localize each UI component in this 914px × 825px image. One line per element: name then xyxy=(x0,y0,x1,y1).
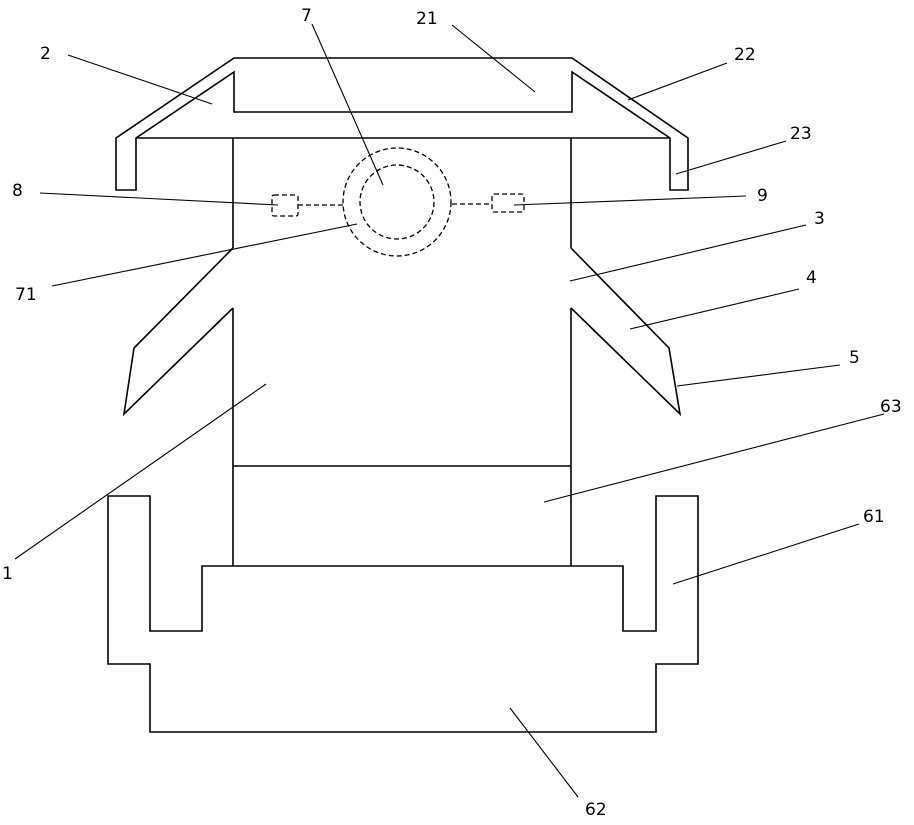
leader-4 xyxy=(630,289,799,329)
label-61: 61 xyxy=(863,507,885,527)
label-71: 71 xyxy=(15,285,37,305)
right-dashed-block xyxy=(492,194,524,212)
leader-9 xyxy=(514,196,746,205)
side-flaps xyxy=(124,248,680,414)
inner-dashed-ring xyxy=(360,165,434,239)
top-cap xyxy=(116,58,688,190)
leader-3 xyxy=(570,225,806,281)
label-63: 63 xyxy=(880,397,902,417)
leader-7 xyxy=(312,24,383,185)
leader-1 xyxy=(15,384,266,559)
reference-numerals: 7 21 2 22 23 8 9 3 71 4 5 63 61 1 62 xyxy=(2,6,902,820)
label-1: 1 xyxy=(2,564,13,584)
leader-8 xyxy=(40,193,278,205)
base-holder xyxy=(108,496,698,732)
leader-22 xyxy=(628,63,727,100)
label-8: 8 xyxy=(12,181,23,201)
leader-62 xyxy=(510,708,578,797)
right-flap xyxy=(571,248,680,414)
left-dashed-block xyxy=(272,195,298,216)
leader-5 xyxy=(677,365,840,386)
label-21: 21 xyxy=(416,9,438,29)
label-9: 9 xyxy=(757,186,768,206)
leader-lines xyxy=(15,24,884,797)
leader-2 xyxy=(68,55,212,104)
label-4: 4 xyxy=(806,268,817,288)
outer-dashed-ring xyxy=(343,148,451,256)
label-62: 62 xyxy=(585,800,607,820)
label-2: 2 xyxy=(40,44,51,64)
leader-61 xyxy=(673,524,859,584)
label-5: 5 xyxy=(849,348,860,368)
label-7: 7 xyxy=(301,6,312,26)
label-3: 3 xyxy=(814,209,825,229)
top-cap-outline xyxy=(116,58,688,190)
base-holder-outline xyxy=(108,496,698,732)
left-flap xyxy=(124,248,233,414)
label-22: 22 xyxy=(734,45,756,65)
hidden-parts xyxy=(272,148,524,256)
label-23: 23 xyxy=(790,124,812,144)
leader-23 xyxy=(676,141,786,174)
leader-63 xyxy=(544,414,884,502)
